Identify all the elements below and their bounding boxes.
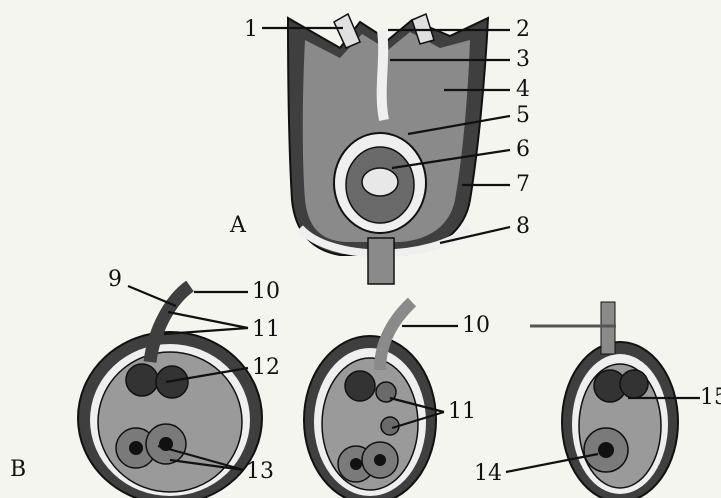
- polar-nucleus-left-a-core: [129, 441, 143, 455]
- synergid-right: [620, 370, 648, 398]
- label-2: 2: [516, 17, 530, 42]
- label-3: 3: [516, 47, 530, 72]
- label-13: 13: [246, 459, 274, 484]
- label-10: 10: [252, 279, 280, 304]
- leader-9: [128, 286, 176, 306]
- label-10-second: 10: [462, 313, 490, 338]
- style-canal: [382, 30, 384, 120]
- egg-middle-a: [345, 371, 375, 401]
- label-15: 15: [700, 385, 721, 410]
- label-9: 9: [108, 267, 122, 292]
- label-6: 6: [516, 137, 530, 162]
- label-4: 4: [516, 77, 530, 102]
- polar-nucleus-middle-a-core: [350, 458, 362, 470]
- pistil-drawing: [288, 14, 488, 284]
- panel-b-letter: B: [10, 457, 26, 482]
- pedicel: [368, 238, 394, 284]
- leader-11a-1: [168, 312, 248, 328]
- label-11: 11: [252, 317, 280, 342]
- embryo-sac: [362, 168, 398, 196]
- polar-nucleus-middle-b-core: [374, 454, 386, 466]
- panel-a-letter: A: [229, 213, 247, 238]
- label-11-second: 11: [448, 399, 476, 424]
- ovule-right: [562, 302, 678, 498]
- stigma-left: [334, 14, 360, 48]
- leader-11a-2: [164, 328, 248, 334]
- label-8: 8: [516, 214, 530, 239]
- label-12: 12: [252, 355, 280, 380]
- label-7: 7: [516, 172, 530, 197]
- ovule-middle: [304, 302, 436, 498]
- synergid-left-a: [126, 364, 158, 396]
- pollen-tube-right: [601, 302, 615, 354]
- label-5: 5: [516, 103, 530, 128]
- label-1: 1: [244, 17, 258, 42]
- label-14: 14: [474, 461, 502, 486]
- endosperm-nucleus-right-core: [598, 442, 614, 458]
